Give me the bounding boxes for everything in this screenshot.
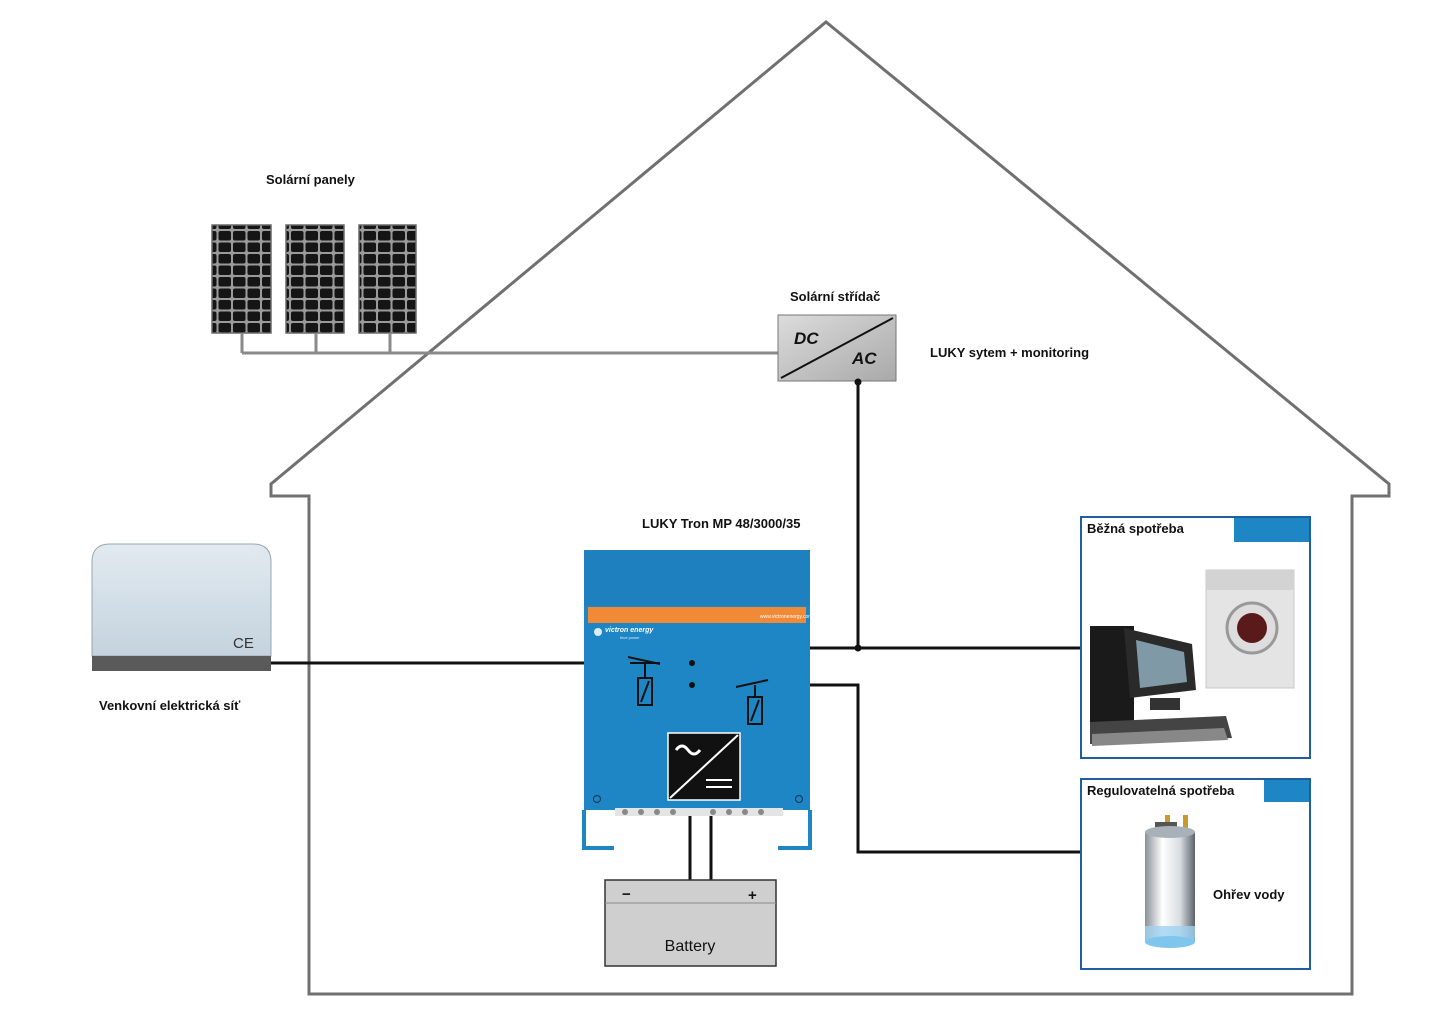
multiplus-inverter: www.victronenergy.com victron energy blu… [582,550,812,850]
battery-plus: + [748,887,757,904]
solar-panels-label: Solární panely [266,172,355,187]
brand-url: www.victronenergy.com [760,614,812,620]
house-outline [269,20,1391,996]
ac-mark: AC [851,349,877,368]
solar-panel-2 [285,224,345,334]
battery-label: Battery [665,938,716,955]
brand-name: victron energy [605,627,654,634]
common-load-title: Běžná spotřeba [1083,519,1234,538]
dc-mark: DC [794,329,819,348]
grid-label: Venkovní elektrická síť [99,698,241,713]
system-label: LUKY sytem + monitoring [930,345,1090,360]
battery: − + Battery [604,879,777,967]
controllable-load-box [1080,778,1311,970]
solar-inverter-label: Solární střídač [790,289,881,304]
solar-inverter: DC AC [777,314,897,382]
solar-panels [211,224,779,355]
common-load-box [1080,516,1311,759]
panel-bus-wire [240,333,779,355]
solar-panel-3 [358,224,417,334]
solar-panel-1 [211,224,272,334]
water-heating-label: Ohřev vody [1213,887,1285,902]
ce-mark: CE [233,635,254,652]
controllable-load-title: Regulovatelná spotřeba [1083,781,1264,800]
inverter-model-label: LUKY Tron MP 48/3000/35 [642,516,801,531]
grid-meter: CE [91,543,272,671]
brand-tag: blue power [620,635,640,640]
battery-minus: − [622,886,631,903]
